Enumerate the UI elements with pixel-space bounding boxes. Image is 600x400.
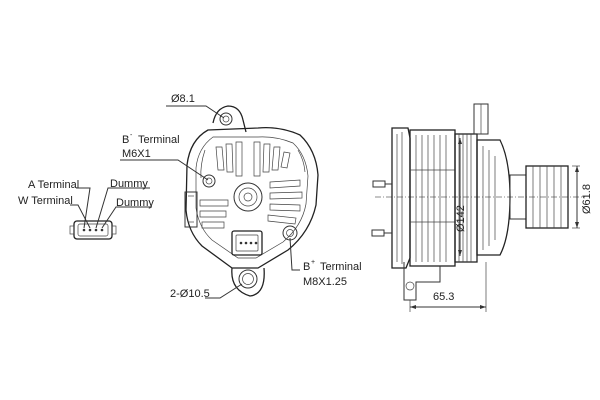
b-plus-terminal-label: Terminal — [320, 261, 362, 273]
dummy-label-2: Dummy — [116, 197, 154, 209]
pulley-diameter-label: Ø61.8 — [581, 184, 593, 214]
b-minus-sign: - — [130, 132, 133, 139]
mount-holes-label: 2-Ø10.5 — [170, 288, 210, 300]
w-terminal-label: W Terminal — [18, 195, 73, 207]
body-diameter-label: Ø142 — [455, 205, 467, 232]
b-minus-terminal-label: Terminal — [138, 134, 180, 146]
hole-diameter-label: Ø8.1 — [171, 93, 195, 105]
side-view — [371, 103, 585, 301]
b-plus-sign: + — [311, 259, 315, 266]
length-label: 65.3 — [433, 291, 454, 303]
a-terminal-label: A Terminal — [28, 179, 79, 191]
side-view-dimensions — [409, 138, 580, 312]
connector-plug — [69, 220, 117, 240]
front-view — [184, 105, 319, 297]
front-view-leaders — [120, 105, 300, 299]
b-minus-letter: B — [122, 134, 129, 146]
dummy-label-1: Dummy — [110, 178, 148, 190]
b-minus-thread-label: M6X1 — [122, 148, 151, 160]
b-plus-letter: B — [303, 261, 310, 273]
b-plus-thread-label: M8X1.25 — [303, 276, 347, 288]
connector-leaders — [70, 187, 152, 229]
